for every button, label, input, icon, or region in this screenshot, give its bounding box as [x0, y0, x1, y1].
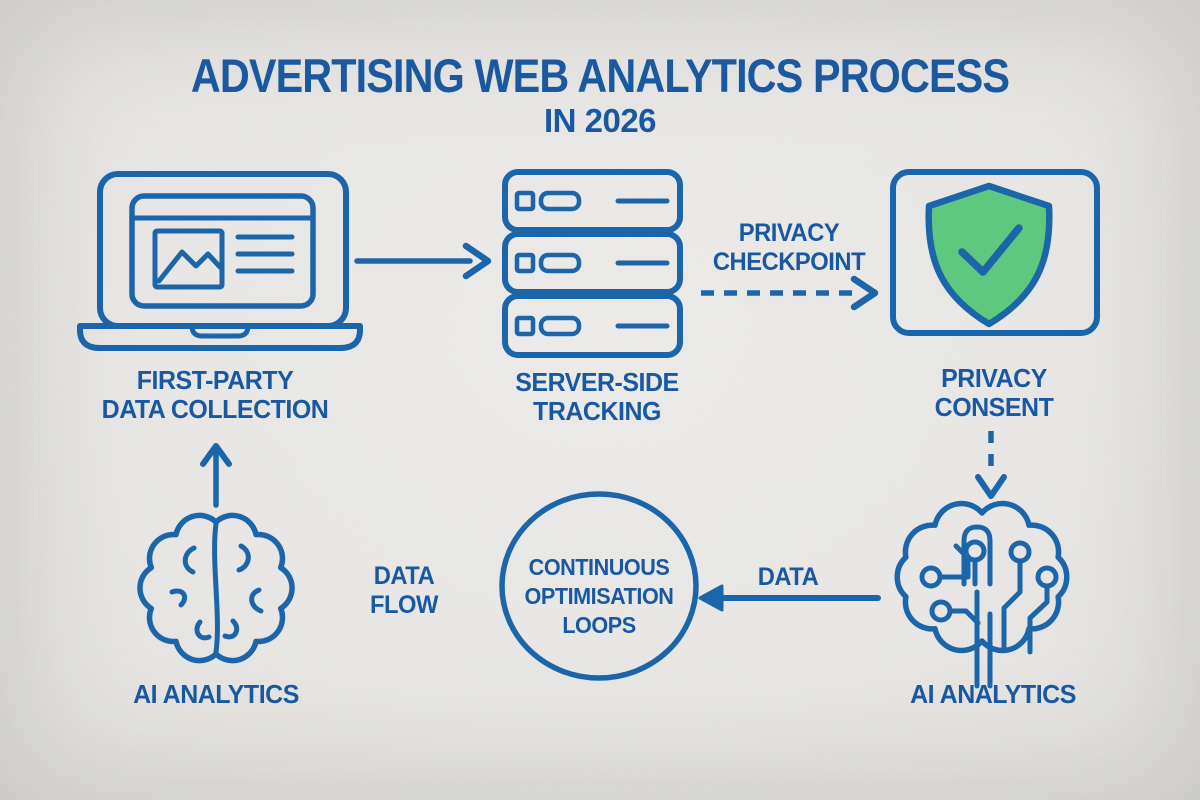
arrow-ai-to-collection [200, 443, 232, 508]
label-privacy-checkpoint: PRIVACY CHECKPOINT [712, 219, 866, 276]
label-server-side-tracking: SERVER-SIDE TRACKING [515, 367, 679, 426]
circuit-node [1008, 540, 1032, 564]
arrow-consent-to-ai [975, 431, 1007, 499]
label-ai-analytics-left: AI ANALYTICS [133, 679, 299, 709]
circuit-brain-icon [894, 500, 1070, 689]
page-subtitle: IN 2026 [543, 102, 657, 139]
label-privacy-consent: PRIVACY CONSENT [934, 363, 1054, 422]
laptop-icon [77, 171, 363, 351]
circuit-node [1035, 565, 1059, 589]
circuit-node [929, 599, 953, 623]
label-continuous-optimisation-loops: CONTINUOUS OPTIMISATION LOOPS [524, 554, 674, 638]
label-ai-analytics-right: AI ANALYTICS [910, 679, 1076, 709]
label-first-party-data-collection: FIRST-PARTY DATA COLLECTION [101, 365, 329, 424]
arrow-collection-to-server [354, 242, 492, 280]
arrow-privacy-checkpoint [701, 275, 879, 311]
image-placeholder-mountains [156, 249, 223, 284]
page-title: ADVERTISING WEB ANALYTICS PROCESS [190, 49, 1010, 102]
